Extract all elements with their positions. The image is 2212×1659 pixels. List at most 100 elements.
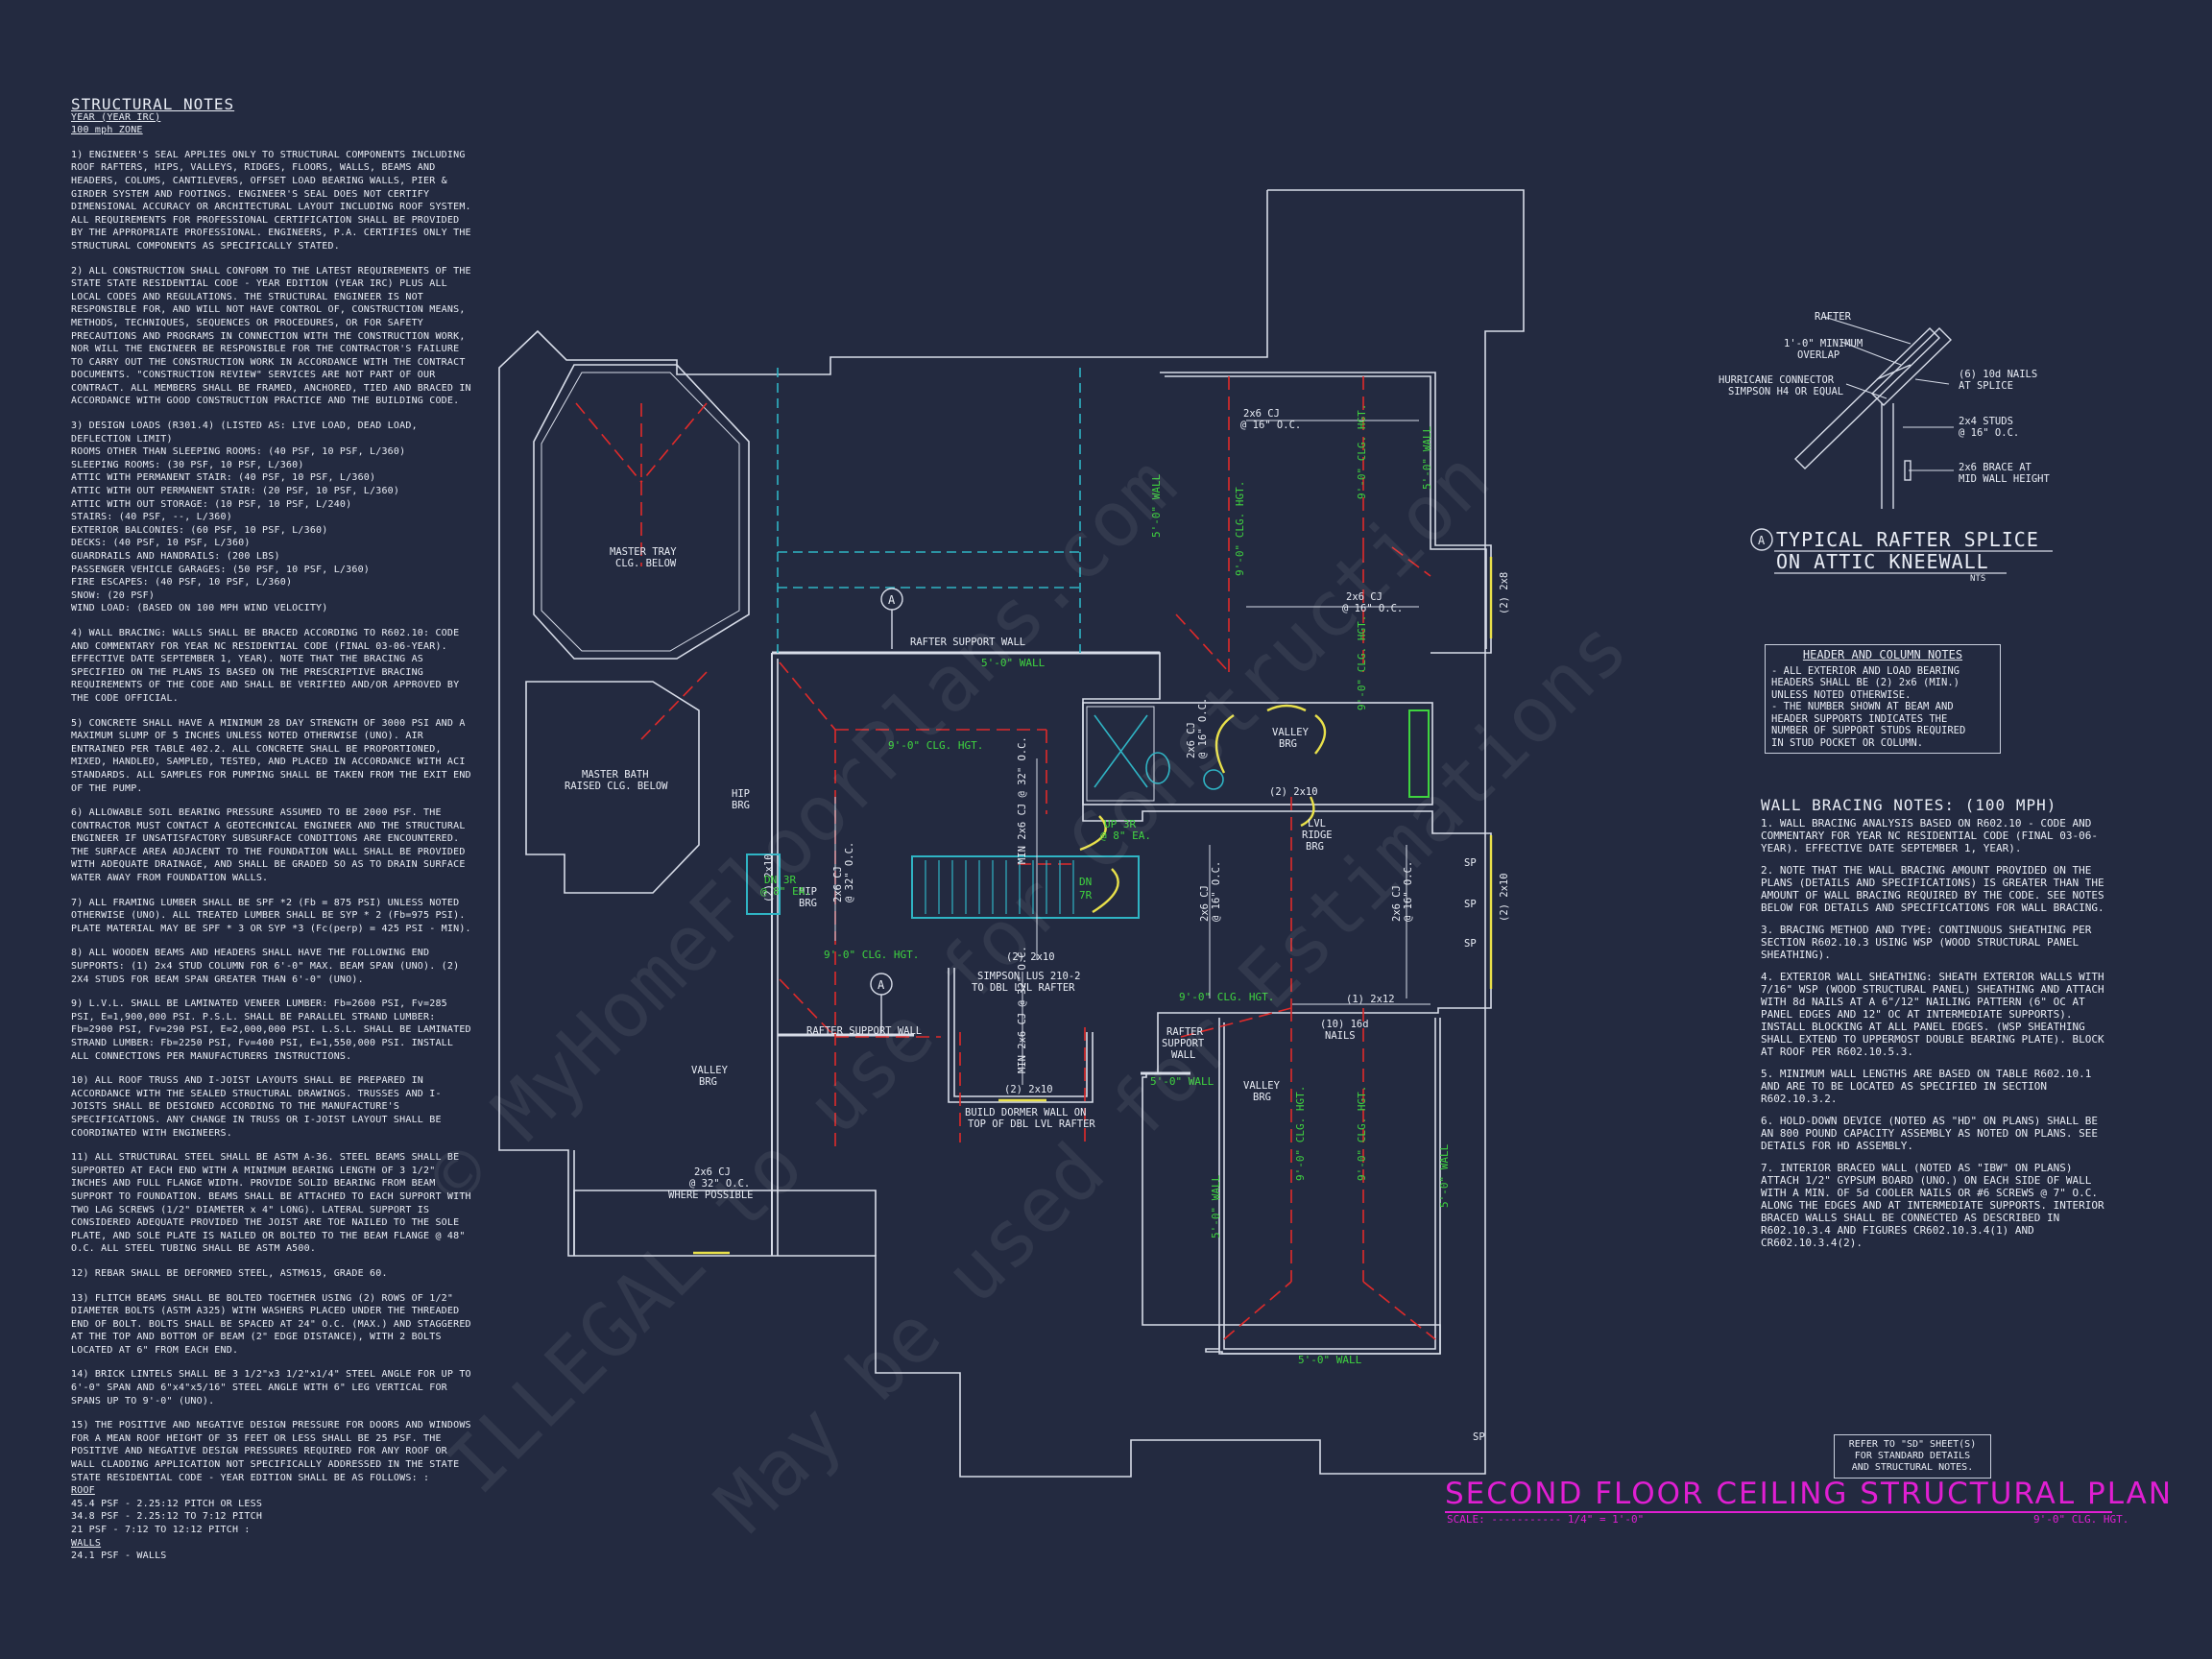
detail-nts: NTS — [1970, 574, 1985, 584]
rafter-support-wall-label: RAFTER SUPPORT WALL — [910, 637, 1025, 648]
master-tray-label: CLG. BELOW — [615, 558, 677, 569]
five-wall-label: 5'-0" WALL — [981, 657, 1046, 669]
bracing-item: 4. EXTERIOR WALL SHEATHING: SHEATH EXTER… — [1761, 971, 2104, 1058]
walls-item: 24.1 PSF - WALLS — [71, 1551, 167, 1562]
load-item: ATTIC WITH PERMANENT STAIR: (40 PSF, 10 … — [71, 472, 376, 484]
note-5: 5) CONCRETE SHALL HAVE A MINIMUM 28 DAY … — [71, 717, 471, 794]
rafter-support-label: SUPPORT — [1162, 1038, 1205, 1049]
roof-item: 34.8 PSF - 2.25:12 TO 7:12 PITCH — [71, 1511, 263, 1523]
lvl-ridge-label: LVL — [1308, 818, 1326, 830]
cj-rot-label: @ 16" O.C. — [1403, 861, 1414, 922]
detail-brace-label: MID WALL HEIGHT — [1959, 473, 2051, 485]
header-label: (2) 2x10 — [1269, 786, 1318, 798]
header-label: (2) 2x10 — [1004, 1084, 1053, 1095]
note-1: 1) ENGINEER'S SEAL APPLIES ONLY TO STRUC… — [71, 149, 471, 252]
cj-rot-label: 2x6 CJ — [1199, 885, 1211, 922]
refer-line: FOR STANDARD DETAILS — [1854, 1451, 1971, 1461]
header-note-line: HEADER SUPPORTS INDICATES THE — [1771, 712, 1948, 725]
load-item: ATTIC WITH OUT PERMANENT STAIR: (20 PSF,… — [71, 486, 400, 497]
detail-tag-icon — [1750, 528, 1773, 551]
cj-label: @ 16" O.C. — [1342, 603, 1403, 614]
note-3-intro: 3) DESIGN LOADS (R301.4) (LISTED AS: LIV… — [71, 421, 418, 445]
valley-brg-label: BRG — [1279, 738, 1297, 750]
load-item: FIRE ESCAPES: (40 PSF, 10 PSF, L/360) — [71, 577, 293, 589]
master-bath-label: RAISED CLG. BELOW — [565, 781, 668, 792]
dormer-label: TOP OF DBL LVL RAFTER — [968, 1118, 1095, 1130]
cj-label: @ 16" O.C. — [1240, 420, 1301, 431]
header-note-line: HEADERS SHALL BE (2) 2x6 (MIN.) — [1771, 677, 1960, 688]
dn-stair-label: DN 3R — [764, 874, 796, 886]
bracing-item: 5. MINIMUM WALL LENGTHS ARE BASED ON TAB… — [1761, 1068, 2092, 1105]
roof-item: 21 PSF - 7:12 TO 12:12 PITCH : — [71, 1525, 251, 1535]
detail-nails-label: (6) 10d NAILS — [1959, 369, 2037, 380]
clg-label: 9'-0" CLG. HGT. — [1356, 404, 1368, 499]
header-label: (2) 2x10 — [1006, 951, 1055, 963]
valley-brg-label: BRG — [1253, 1092, 1271, 1103]
bracing-item: 3. BRACING METHOD AND TYPE: CONTINUOUS S… — [1761, 924, 2092, 961]
roof-item: 45.4 PSF - 2.25:12 PITCH OR LESS — [71, 1498, 263, 1509]
note-15: 15) THE POSITIVE AND NEGATIVE DESIGN PRE… — [71, 1420, 471, 1483]
notes-subtitle-year: YEAR (YEAR IRC) — [71, 111, 161, 123]
bracing-item: 2. NOTE THAT THE WALL BRACING AMOUNT PRO… — [1761, 864, 2104, 914]
hip-brg-label: BRG — [732, 800, 750, 811]
load-item: GUARDRAILS AND HANDRAILS: (200 LBS) — [71, 551, 280, 562]
load-item: STAIRS: (40 PSF, --, L/360) — [71, 512, 232, 523]
header-rot-label: (2) 2x8 — [1499, 572, 1510, 614]
section-label: A — [888, 593, 896, 607]
header-column-notes: HEADER AND COLUMN NOTES - ALL EXTERIOR A… — [1765, 644, 2001, 754]
master-tray-label: MASTER TRAY — [610, 546, 677, 558]
bracing-item: 6. HOLD-DOWN DEVICE (NOTED AS "HD" ON PL… — [1761, 1115, 2098, 1152]
note-12: 12) REBAR SHALL BE DEFORMED STEEL, ASTM6… — [71, 1267, 388, 1279]
five-wall-rot-label: 5'-0" WALL — [1438, 1143, 1451, 1208]
valley-brg-label: BRG — [699, 1076, 717, 1088]
header-rot-label: (2) 2x10 — [1499, 873, 1510, 922]
sheet-scale: SCALE: ----------- 1/4" = 1'-0" — [1447, 1513, 1645, 1526]
bracing-item: 7. INTERIOR BRACED WALL (NOTED AS "IBW" … — [1761, 1162, 2104, 1249]
detail-title: ON ATTIC KNEEWALL — [1776, 550, 1989, 573]
master-bath-label: MASTER BATH — [582, 769, 649, 781]
detail-hurricane-label: HURRICANE CONNECTOR — [1719, 374, 1835, 386]
cj-rot-label: 2x6 CJ — [1186, 722, 1197, 758]
cj-label: @ 32" O.C. — [689, 1178, 750, 1190]
lvl-ridge-label: RIDGE — [1302, 830, 1333, 841]
cj-rot-label: 2x6 CJ — [832, 866, 844, 902]
valley-brg-label: VALLEY — [691, 1065, 729, 1076]
hip-brg-label: HIP — [732, 788, 750, 800]
bracing-item: 1. WALL BRACING ANALYSIS BASED ON R602.1… — [1761, 817, 2098, 854]
hip-brg-label: BRG — [799, 898, 817, 909]
sheet-clg-height: 9'-0" CLG. HGT. — [2033, 1513, 2129, 1526]
detail-overlap-label: 1'-0" MINIMUM — [1784, 338, 1863, 349]
note-8: 8) ALL WOODEN BEAMS AND HEADERS SHALL HA… — [71, 948, 460, 985]
structural-notes: STRUCTURAL NOTES YEAR (YEAR IRC) 100 mph… — [71, 97, 474, 1563]
master-tray — [533, 364, 750, 660]
detail-studs-label: @ 16" O.C. — [1959, 427, 2019, 439]
note-4: 4) WALL BRACING: WALLS SHALL BE BRACED A… — [71, 627, 460, 704]
clg-label: 9'-0" CLG. HGT. — [1356, 615, 1368, 710]
note-2: 2) ALL CONSTRUCTION SHALL CONFORM TO THE… — [71, 265, 471, 407]
note-14: 14) BRICK LINTELS SHALL BE 3 1/2"x3 1/2"… — [71, 1369, 471, 1407]
master-bath — [525, 681, 700, 894]
clg-label: 9'-0" CLG. HGT. — [824, 949, 919, 961]
up-stair-label: @ 8" EA. — [1100, 830, 1151, 842]
note-7: 7) ALL FRAMING LUMBER SHALL BE SPF *2 (F… — [71, 897, 471, 934]
sp-label: SP — [1464, 938, 1477, 950]
load-item: ROOMS OTHER THAN SLEEPING ROOMS: (40 PSF… — [71, 446, 406, 458]
simpson-label: TO DBL LVL RAFTER — [972, 982, 1075, 994]
lvl-ridge-label: BRG — [1306, 841, 1324, 853]
header-note-line: NUMBER OF SUPPORT STUDS REQUIRED — [1771, 725, 1966, 736]
stair — [911, 855, 1140, 919]
rafter-support-label: WALL — [1171, 1049, 1195, 1061]
note-10: 10) ALL ROOF TRUSS AND I-JOIST LAYOUTS S… — [71, 1075, 442, 1139]
sp-label: SP — [1464, 857, 1477, 869]
detail-studs-label: 2x4 STUDS — [1959, 416, 2013, 427]
load-item: SNOW: (20 PSF) — [71, 589, 156, 601]
detail-hurricane-label: SIMPSON H4 OR EQUAL — [1728, 386, 1843, 397]
sp-label: SP — [1464, 899, 1477, 910]
five-wall-rot-label: 5'-0" WALL — [1421, 425, 1433, 490]
cj-label: 2x6 CJ — [1243, 408, 1280, 420]
detail-tag: A — [1758, 534, 1766, 547]
rafter-splice-detail — [1750, 316, 1954, 551]
header-note-line: - ALL EXTERIOR AND LOAD BEARING — [1771, 664, 1960, 677]
bracing-title: WALL BRACING NOTES: (100 MPH) — [1761, 796, 2057, 814]
note-13: 13) FLITCH BEAMS SHALL BE BOLTED TOGETHE… — [71, 1292, 471, 1356]
